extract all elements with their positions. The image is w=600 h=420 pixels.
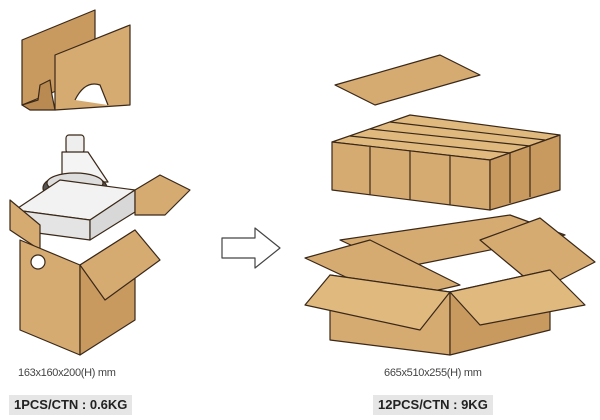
single-box-dimensions: 163x160x200(H) mm: [18, 367, 116, 379]
boxed-products: [331, 114, 561, 211]
carton-lid-sheet: [334, 54, 481, 106]
small-box: [9, 174, 191, 356]
foam-insert: [14, 179, 136, 241]
carton-quantity-weight: 12PCS/CTN : 9KG: [373, 395, 493, 415]
arrow-icon: [221, 227, 281, 269]
carton-dimensions: 665x510x255(H) mm: [384, 367, 482, 379]
master-carton: [304, 214, 596, 356]
cardboard-dividers: [21, 9, 131, 111]
single-box-quantity-weight: 1PCS/CTN : 0.6KG: [9, 395, 133, 415]
